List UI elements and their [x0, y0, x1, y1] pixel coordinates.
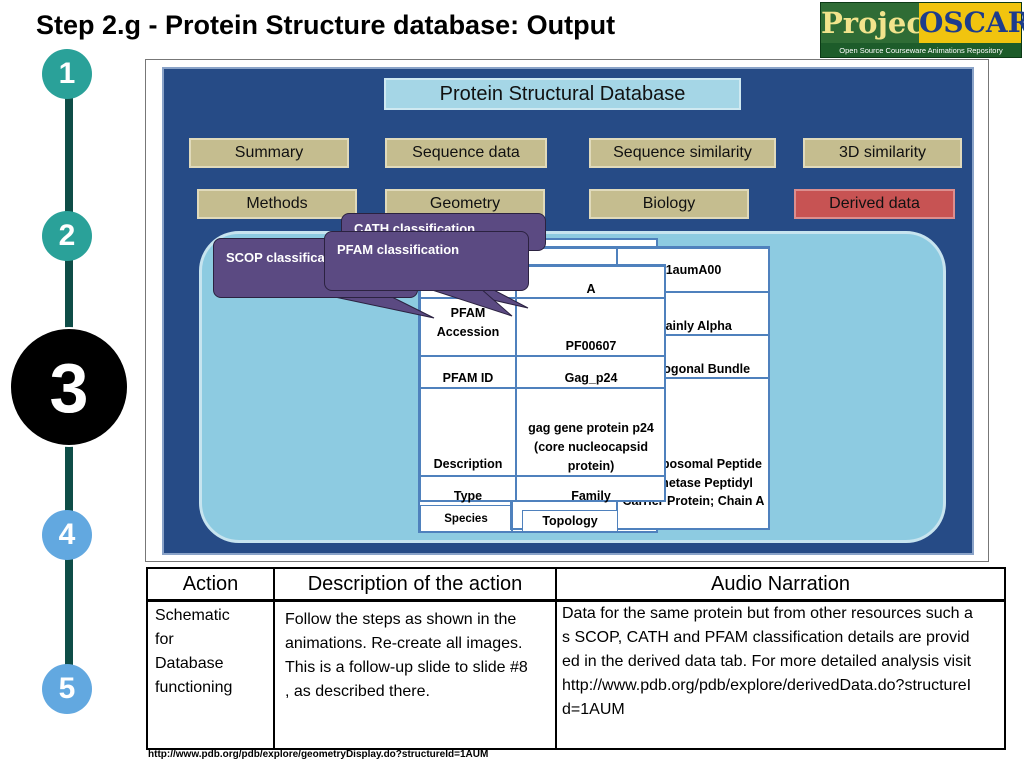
pfam-table: A PFAM Accession PF00607 PFAM ID Gag_p24…	[418, 264, 666, 503]
project-oscar-logo: Project OSCAR Open Source Courseware Ani…	[820, 2, 1024, 58]
pfam-type-label: Type	[420, 476, 516, 503]
step-5-marker[interactable]: 5	[42, 664, 92, 714]
step-3-marker-current[interactable]: 3	[9, 327, 129, 447]
footer-url[interactable]: http://www.pdb.org/pdb/explore/geometryD…	[148, 749, 489, 760]
tab-sequence-data[interactable]: Sequence data	[385, 138, 547, 168]
pfam-id: Gag_p24	[516, 356, 666, 388]
scop-callout-pointer	[329, 295, 435, 319]
logo-word-project: Project	[821, 3, 937, 43]
step-4-marker[interactable]: 4	[42, 510, 92, 560]
cath-topology-label: Topology	[522, 510, 618, 532]
tab-summary[interactable]: Summary	[189, 138, 349, 168]
description-text: Follow the steps as shown in the animati…	[275, 599, 557, 750]
pfam-description-label: Description	[420, 388, 516, 476]
header-audio-narration: Audio Narration	[711, 573, 850, 595]
pfam-id-label: PFAM ID	[420, 356, 516, 388]
step-2-marker[interactable]: 2	[42, 211, 92, 261]
action-table: Action Description of the action Audio N…	[146, 567, 1006, 750]
pfam-type: Family	[516, 476, 666, 503]
logo-subtitle: Open Source Courseware Animations Reposi…	[839, 46, 1003, 55]
tab-methods[interactable]: Methods	[197, 189, 357, 219]
narration-text: Data for the same protein but from other…	[557, 599, 1004, 750]
action-text: Schematic for Database functioning	[148, 599, 275, 750]
pfam-callout-pointer	[425, 287, 513, 317]
header-description: Description of the action	[275, 569, 557, 599]
tab-sequence-similarity[interactable]: Sequence similarity	[589, 138, 776, 168]
tab-3d-similarity[interactable]: 3D similarity	[803, 138, 962, 168]
logo-word-oscar: OSCAR	[919, 3, 1024, 43]
pfam-callout: PFAM classification	[324, 231, 529, 291]
pfam-accession-label: PFAM Accession	[420, 298, 516, 356]
tab-derived-data[interactable]: Derived data	[794, 189, 955, 219]
pfam-description: gag gene protein p24 (core nucleocapsid …	[516, 388, 666, 476]
header-action: Action	[148, 569, 275, 599]
step-1-marker[interactable]: 1	[42, 49, 92, 99]
database-title: Protein Structural Database	[384, 78, 741, 110]
slide-title: Step 2.g - Protein Structure database: O…	[36, 10, 616, 40]
tab-biology[interactable]: Biology	[589, 189, 749, 219]
pfam-accession: PF00607	[516, 298, 666, 356]
